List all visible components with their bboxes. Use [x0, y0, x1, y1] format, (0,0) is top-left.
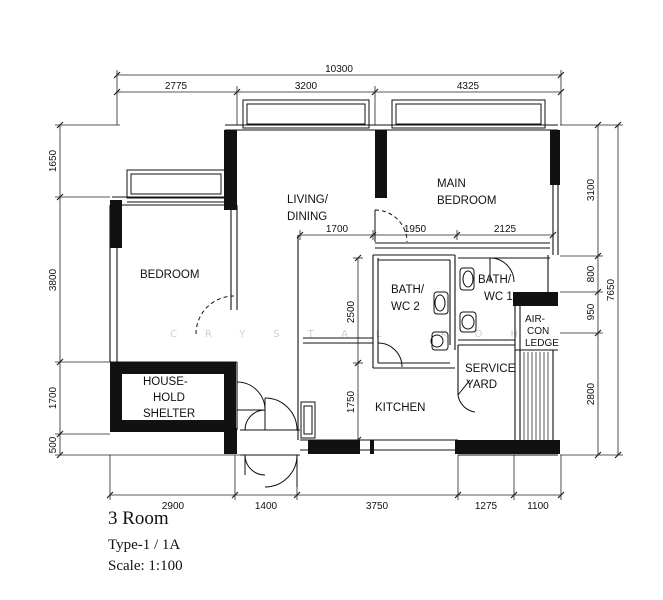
room-service-yard-line1: SERVICE — [465, 363, 516, 375]
room-shelter-line3: SHELTER — [143, 408, 195, 420]
columns — [110, 130, 560, 454]
plan-title: 3 Room — [108, 508, 169, 529]
room-shelter-line2: HOLD — [153, 392, 185, 404]
dim-bottom-3: 3750 — [366, 501, 389, 512]
plan-type: Type-1 / 1A — [108, 537, 181, 553]
dimension-labels: 10300 2775 3200 4325 1700 1950 2125 2900… — [48, 64, 617, 512]
room-bedroom: BEDROOM — [140, 269, 199, 281]
windows — [126, 99, 554, 255]
dim-left-2: 3800 — [48, 268, 59, 291]
dim-bottom-1: 2900 — [162, 501, 185, 512]
dim-right-2: 800 — [586, 265, 597, 282]
watermark: CRYSTAL KOH — [170, 329, 546, 340]
bathroom-fixtures — [300, 267, 477, 439]
room-aircon-line3: LEDGE — [525, 338, 559, 349]
room-main-bedroom-line1: MAIN — [437, 178, 466, 190]
dim-top-3: 4325 — [457, 81, 480, 92]
room-main-bedroom-line2: BEDROOM — [437, 195, 496, 207]
doors — [195, 209, 515, 488]
dim-bottom-5: 1100 — [527, 501, 549, 512]
room-bath1-line2: WC 1 — [484, 291, 513, 303]
dim-bottom-2: 1400 — [255, 501, 278, 512]
room-bath1-line1: BATH/ — [478, 274, 512, 286]
room-kitchen: KITCHEN — [375, 402, 425, 414]
dim-top-1: 2775 — [165, 81, 188, 92]
dimension-lines — [55, 70, 623, 500]
dim-left-1: 1650 — [48, 149, 59, 172]
dimension-ticks — [56, 71, 622, 499]
dim-right-3: 950 — [586, 303, 597, 320]
room-service-yard-line2: YARD — [466, 379, 497, 391]
room-shelter-line1: HOUSE- — [143, 376, 188, 388]
room-aircon-line2: CON — [527, 326, 549, 337]
plan-scale: Scale: 1:100 — [108, 558, 183, 574]
dim-left-4: 500 — [48, 436, 59, 453]
dim-right-total: 7650 — [606, 278, 617, 301]
dim-right-1: 3100 — [586, 178, 597, 201]
room-labels: LIVING/ DINING MAIN BEDROOM BEDROOM BATH… — [140, 178, 559, 420]
service-yard-louvers — [523, 352, 549, 440]
dim-overall-width: 10300 — [325, 64, 353, 75]
dim-interior-2: 1950 — [404, 224, 427, 235]
dim-interior-1: 1700 — [326, 224, 349, 235]
dim-right-4: 2800 — [586, 382, 597, 405]
dim-kitchen-height: 1750 — [346, 390, 357, 413]
room-bath2-line1: BATH/ — [391, 284, 425, 296]
room-bath2-line2: WC 2 — [391, 301, 420, 313]
dim-left-3: 1700 — [48, 386, 59, 409]
room-living-line1: LIVING/ — [287, 194, 329, 206]
dim-top-2: 3200 — [295, 81, 318, 92]
dim-bath2-height: 2500 — [346, 300, 357, 323]
room-aircon-line1: AIR- — [525, 314, 545, 325]
dim-interior-3: 2125 — [494, 224, 517, 235]
dim-bottom-4: 1275 — [475, 501, 498, 512]
room-living-line2: DINING — [287, 211, 327, 223]
